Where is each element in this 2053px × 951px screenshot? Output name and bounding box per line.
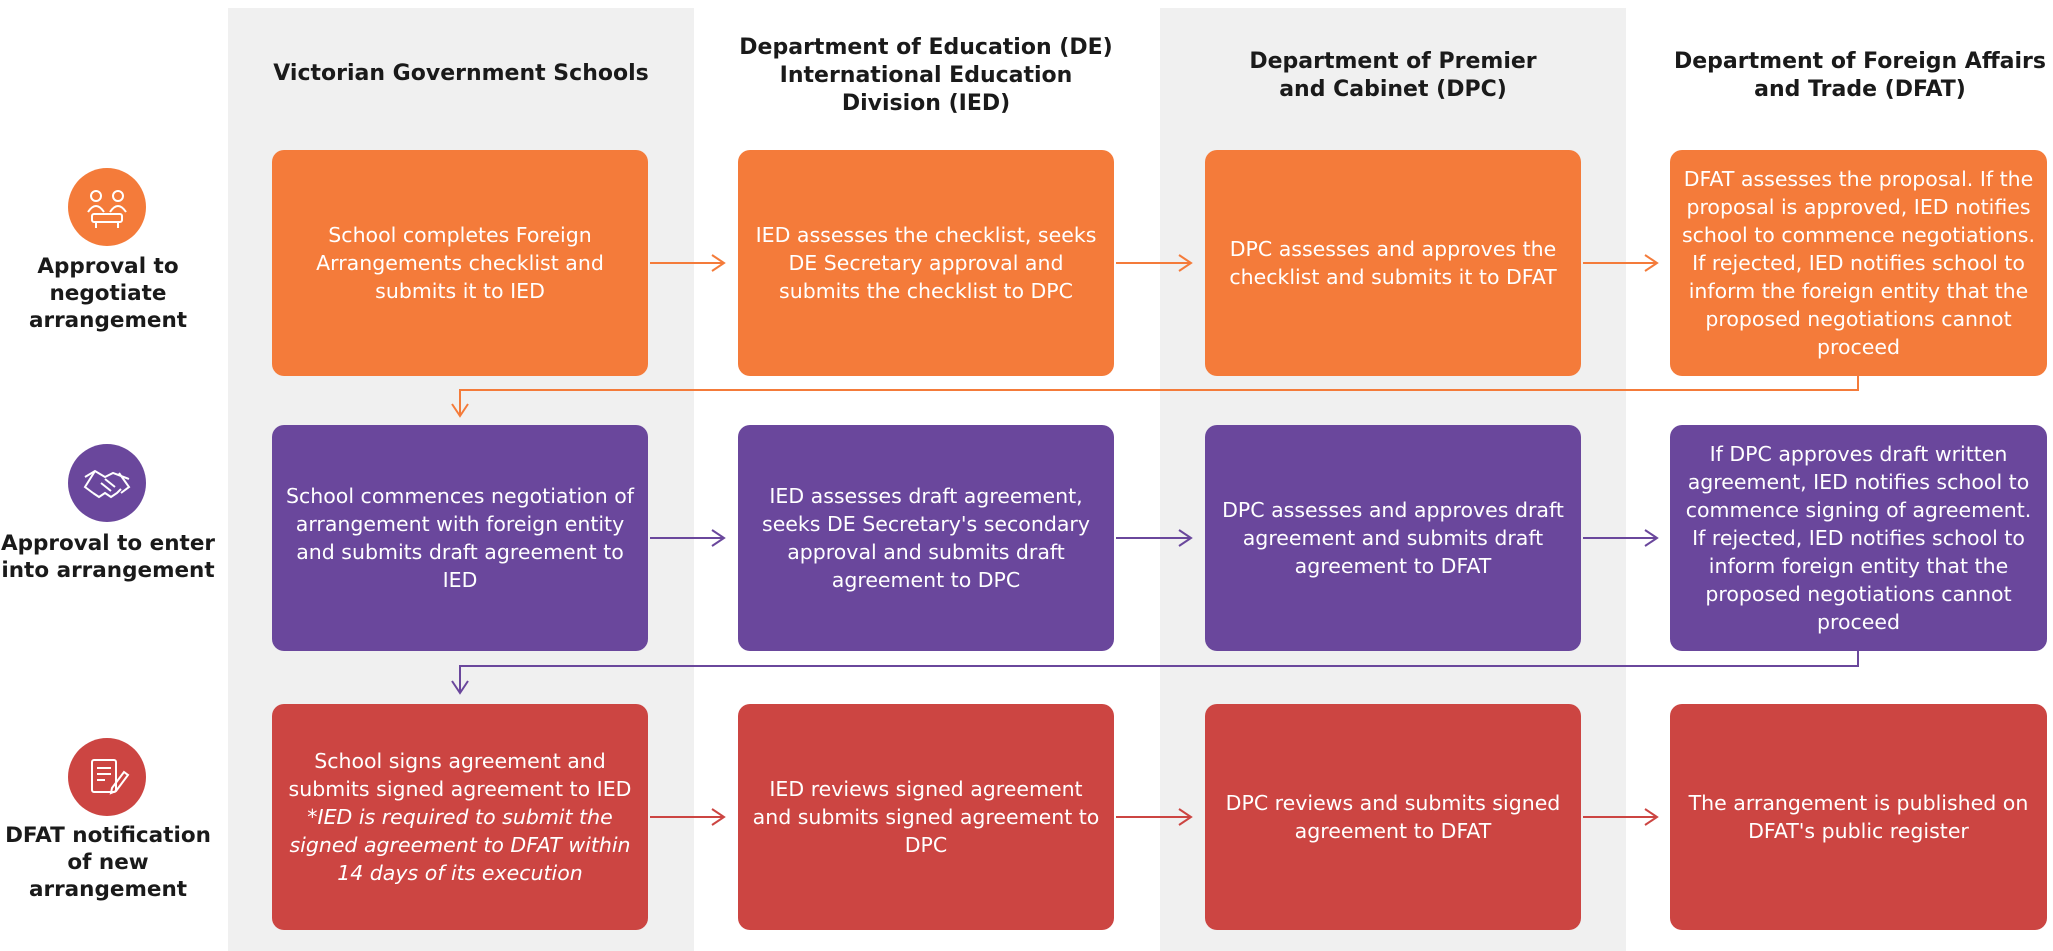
row-label-negotiate: Approval to negotiate arrangement bbox=[28, 254, 188, 333]
step-text: School commences negotiation of arrangem… bbox=[285, 484, 634, 592]
step-dfat-publish: The arrangement is published on DFAT's p… bbox=[1670, 704, 2047, 930]
row-label-enter: Approval to enter into arrangement bbox=[0, 531, 216, 583]
step-text: The arrangement is published on DFAT's p… bbox=[1688, 791, 2029, 843]
arrow-row3-1 bbox=[650, 808, 726, 826]
arrow-row1-down bbox=[451, 376, 1859, 418]
column-header-dpc: Department of Premier and Cabinet (DPC) bbox=[1249, 49, 1537, 102]
step-text: School signs agreement and submits signe… bbox=[288, 749, 632, 801]
step-school-sign: School signs agreement and submits signe… bbox=[272, 704, 648, 930]
step-ied-draft: IED assesses draft agreement, seeks DE S… bbox=[738, 425, 1114, 651]
step-dpc-draft: DPC assesses and approves draft agreemen… bbox=[1205, 425, 1581, 651]
step-text: School completes Foreign Arrangements ch… bbox=[316, 223, 604, 303]
column-header-dfat: Department of Foreign Affairs and Trade … bbox=[1674, 49, 2046, 102]
step-text: IED assesses draft agreement, seeks DE S… bbox=[762, 484, 1090, 592]
arrow-row3-2 bbox=[1116, 808, 1193, 826]
column-header-schools: Victorian Government Schools bbox=[273, 61, 649, 86]
handshake-icon bbox=[68, 444, 146, 522]
arrow-row2-1 bbox=[650, 529, 726, 547]
arrow-row2-2 bbox=[1116, 529, 1193, 547]
step-text: IED reviews signed agreement and submits… bbox=[752, 777, 1100, 857]
step-dpc-checklist: DPC assesses and approves the checklist … bbox=[1205, 150, 1581, 376]
document-signing-icon bbox=[68, 738, 146, 816]
arrow-row1-1 bbox=[650, 254, 726, 272]
step-dpc-review: DPC reviews and submits signed agreement… bbox=[1205, 704, 1581, 930]
arrow-row3-3 bbox=[1583, 808, 1659, 826]
step-text: DFAT assesses the proposal. If the propo… bbox=[1681, 167, 2035, 359]
step-school-negotiation: School commences negotiation of arrangem… bbox=[272, 425, 648, 651]
step-text: DPC assesses and approves the checklist … bbox=[1229, 237, 1557, 289]
step-text: DPC assesses and approves draft agreemen… bbox=[1222, 498, 1564, 578]
people-meeting-icon bbox=[68, 168, 146, 246]
arrow-row1-3 bbox=[1583, 254, 1659, 272]
row-label-notification: DFAT notification of new arrangement bbox=[5, 823, 211, 902]
step-ied-review: IED reviews signed agreement and submits… bbox=[738, 704, 1114, 930]
step-dfat-proposal: DFAT assesses the proposal. If the propo… bbox=[1670, 150, 2047, 376]
step-note: *IED is required to submit the signed ag… bbox=[289, 805, 631, 885]
arrow-row1-2 bbox=[1116, 254, 1193, 272]
step-school-checklist: School completes Foreign Arrangements ch… bbox=[272, 150, 648, 376]
step-text: If DPC approves draft written agreement,… bbox=[1685, 442, 2032, 634]
step-ied-checklist: IED assesses the checklist, seeks DE Sec… bbox=[738, 150, 1114, 376]
arrow-row2-3 bbox=[1583, 529, 1659, 547]
step-dfat-draft: If DPC approves draft written agreement,… bbox=[1670, 425, 2047, 651]
step-text: IED assesses the checklist, seeks DE Sec… bbox=[755, 223, 1097, 303]
arrow-row2-down bbox=[451, 651, 1859, 695]
column-header-ied: Department of Education (DE) Internation… bbox=[739, 35, 1113, 116]
step-text: DPC reviews and submits signed agreement… bbox=[1225, 791, 1561, 843]
